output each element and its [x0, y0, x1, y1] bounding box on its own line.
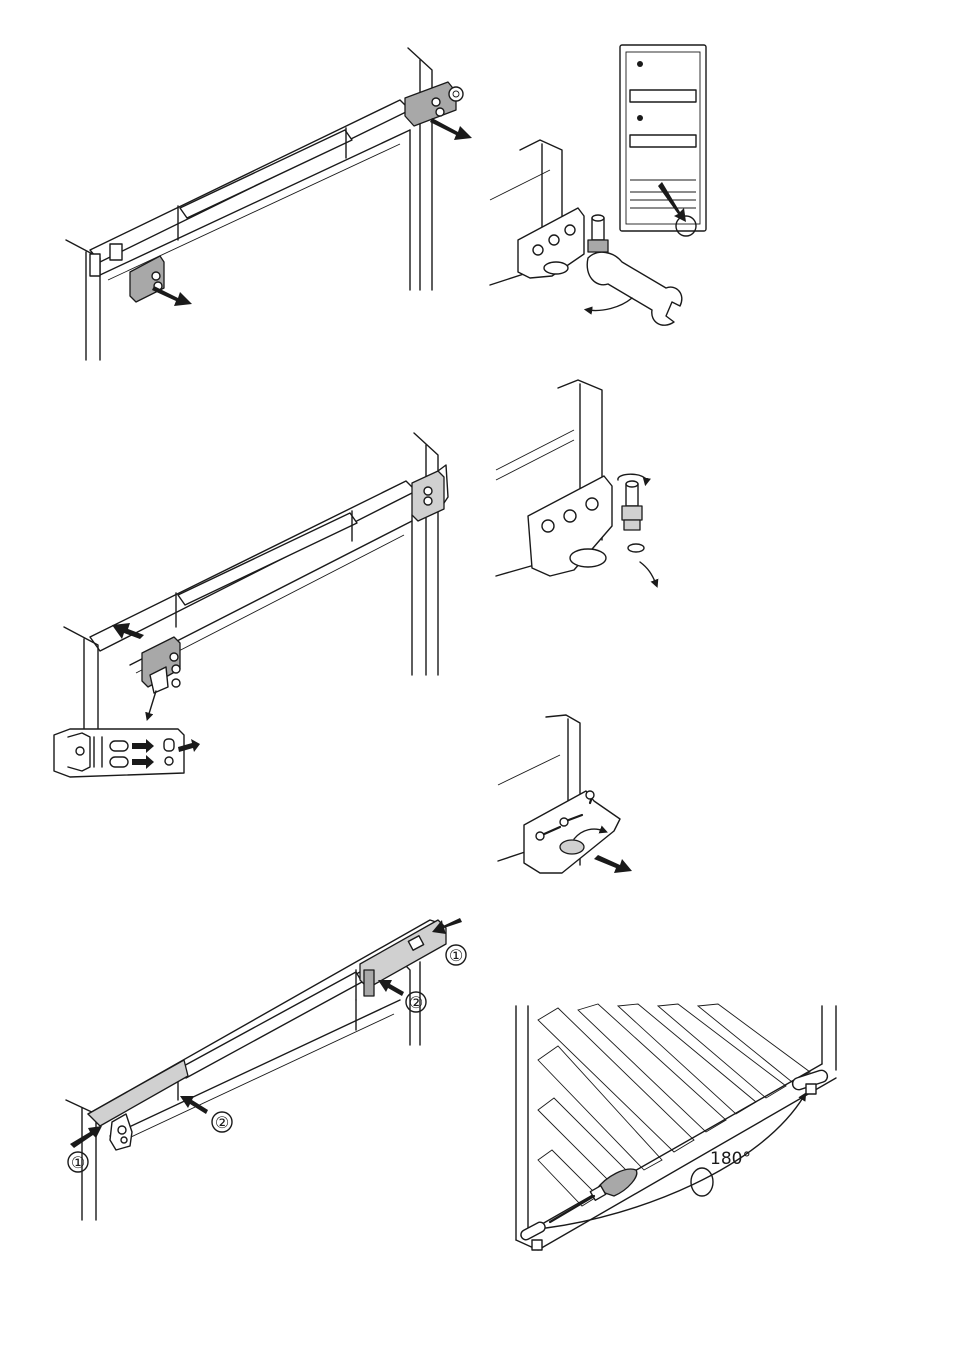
hinge-icon — [518, 208, 584, 278]
hinge-pin — [588, 215, 608, 252]
rotation-angle: 180° — [710, 1149, 751, 1169]
cabinet-frame — [64, 433, 438, 745]
arrow-icon — [588, 298, 632, 311]
fig-bottom-right: 180° — [498, 1000, 848, 1260]
cover-panel-left — [88, 1060, 188, 1150]
fig-top-left — [60, 40, 480, 370]
rotation-indicator: 180° — [546, 1096, 804, 1228]
fig-bottom-left: ① ② ② ① — [60, 900, 480, 1230]
fig-lower-right — [490, 715, 670, 885]
door-ribs — [538, 1004, 810, 1206]
callout-2-right: ② — [409, 993, 423, 1012]
hinge-icon — [142, 637, 180, 693]
hinge-icon — [412, 465, 448, 521]
left-clip — [90, 244, 122, 276]
arrow-icon — [640, 562, 656, 584]
top-cover-strip — [90, 100, 410, 262]
fig-mid-left — [50, 425, 470, 785]
screwdriver-icon — [550, 1169, 637, 1222]
hinge-pin — [618, 474, 646, 552]
hinge-icon — [130, 256, 164, 302]
fig-mid-right — [490, 380, 720, 600]
arrow-icon — [152, 286, 192, 306]
wrench-icon — [587, 252, 682, 325]
fig-top-right — [490, 40, 720, 330]
hinge-detail — [54, 729, 200, 777]
arrow-icon — [430, 118, 472, 140]
hinge-icon — [528, 476, 612, 576]
callout-1-right: ① — [449, 946, 463, 965]
appliance-thumbnail — [620, 45, 706, 236]
callout-2-left: ② — [215, 1113, 229, 1132]
callout-1-left: ① — [71, 1153, 85, 1172]
door-foot — [519, 1069, 829, 1250]
cabinet-frame — [66, 960, 420, 1220]
cabinet-frame — [66, 48, 432, 360]
arrow-icon — [148, 691, 156, 717]
top-cover-strip — [90, 481, 416, 651]
